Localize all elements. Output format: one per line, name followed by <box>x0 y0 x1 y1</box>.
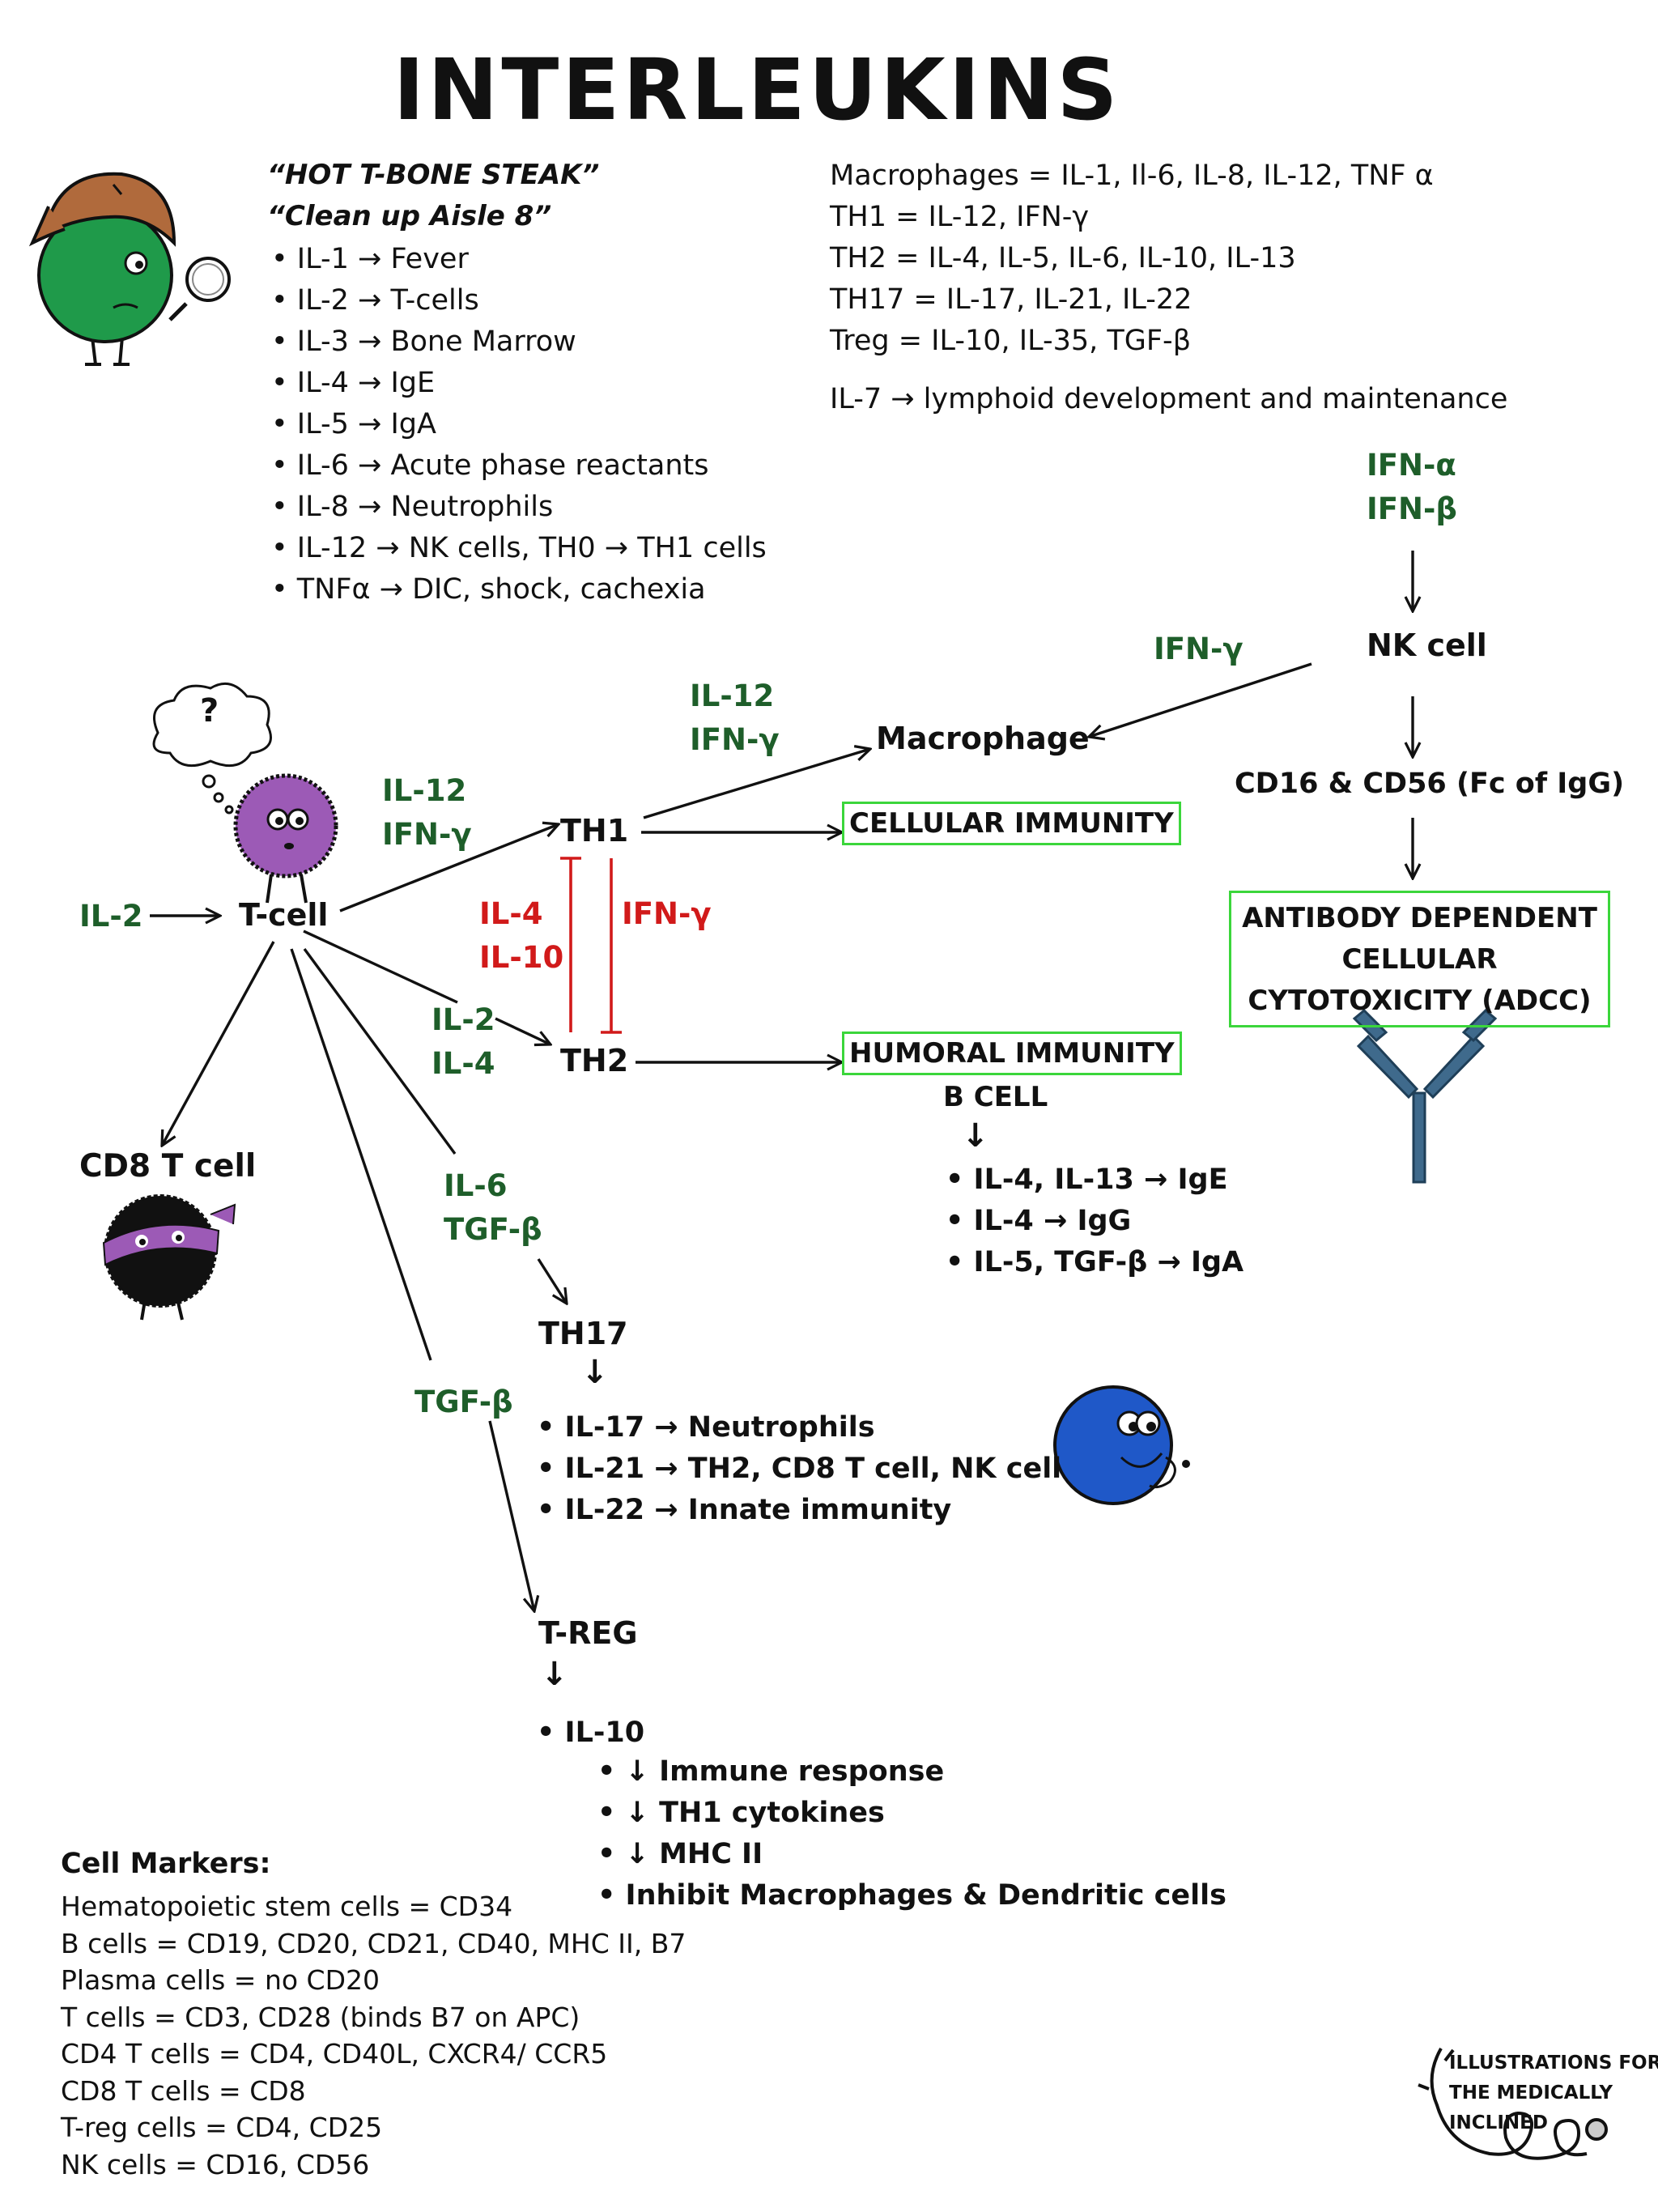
logo-text: ILLUSTRATIONS FOR THE MEDICALLY INCLINED <box>1449 2048 1658 2138</box>
arrow-tcell-th2b <box>495 1017 551 1044</box>
blue-cell-icon <box>1053 1385 1190 1505</box>
mnemonic-list: • IL-1 → Fever • IL-2 → T-cells • IL-3 →… <box>271 239 767 610</box>
list-item: • IL-6 → Acute phase reactants <box>271 449 709 482</box>
list-item: T-reg cells = CD4, CD25 <box>61 2112 383 2143</box>
list-item: B cells = CD19, CD20, CD21, CD40, MHC II… <box>61 1927 687 1959</box>
tcell-th2-il4: IL-4 <box>432 1046 495 1081</box>
list-item: NK cells = CD16, CD56 <box>61 2148 370 2180</box>
list-item: • ↓ TH1 cytokines <box>597 1797 885 1829</box>
list-item: Plasma cells = no CD20 <box>61 1964 380 1996</box>
humoral-immunity-box: HUMORAL IMMUNITY <box>842 1032 1182 1075</box>
treg-arrow: ↓ <box>541 1656 568 1693</box>
list-item: Hematopoietic stem cells = CD34 <box>61 1891 513 1922</box>
tcell-label: T-cell <box>239 897 329 933</box>
th17-list: • IL-17 → Neutrophils • IL-21 → TH2, CD8… <box>537 1407 1061 1531</box>
list-item: T cells = CD3, CD28 (binds B7 on APC) <box>61 2001 580 2033</box>
list-item: • IL-4 → IgE <box>271 367 436 399</box>
tcell-th17-tgfb: TGF-β <box>444 1212 542 1247</box>
tcell-th2-il2: IL-2 <box>432 1002 495 1037</box>
arrow-tcell-trega <box>290 948 432 1361</box>
treg-label: T-REG <box>538 1615 638 1651</box>
treg-il10: • IL-10 <box>537 1716 645 1749</box>
list-item: • ↓ Immune response <box>597 1755 945 1788</box>
page-title: INTERLEUKINS <box>393 40 1121 139</box>
list-item: • ↓ MHC II <box>597 1838 763 1870</box>
list-item: CD8 T cells = CD8 <box>61 2074 306 2107</box>
arrow-tcell-th2a <box>303 929 458 1004</box>
list-item: • IL-17 → Neutrophils <box>537 1411 875 1444</box>
arrow-tcell-th1 <box>339 824 559 912</box>
list-item: • IL-4 → IgG <box>946 1205 1132 1237</box>
question-mark: ? <box>200 692 219 730</box>
inhib-ifng: IFN-γ <box>622 896 712 931</box>
list-item: • IL-21 → TH2, CD8 T cell, NK cell <box>537 1453 1062 1485</box>
th1-macro-il12: IL-12 <box>690 678 775 713</box>
cellular-immunity-box: CELLULAR IMMUNITY <box>842 802 1181 845</box>
cd8-bandit-icon <box>102 1194 236 1321</box>
th2-label: TH2 <box>560 1043 629 1078</box>
th1-macro-ifng: IFN-γ <box>690 722 780 757</box>
tcell-treg-tgfb: TGF-β <box>414 1385 513 1419</box>
stethoscope-logo-icon <box>1418 2048 1608 2160</box>
list-item: • IL-1 → Fever <box>271 243 469 275</box>
list-item: Treg = IL-10, IL-35, TGF-β <box>830 325 1192 357</box>
th1-label: TH1 <box>560 813 629 849</box>
list-item: TH1 = IL-12, IFN-γ <box>830 201 1090 233</box>
bcell-arrow: ↓ <box>962 1117 989 1155</box>
list-item: • IL-2 → T-cells <box>271 284 479 317</box>
markers-heading: Cell Markers: <box>61 1848 271 1880</box>
list-item: • IL-5, TGF-β → IgA <box>946 1246 1244 1278</box>
cd8-tcell-label: CD8 T cell <box>79 1148 257 1185</box>
antibody-icon <box>1352 1008 1498 1184</box>
adcc-box: ANTIBODY DEPENDENT CELLULAR CYTOTOXICITY… <box>1229 891 1610 1027</box>
detective-cell-icon <box>28 172 231 366</box>
logo-line: INCLINED <box>1449 2112 1548 2133</box>
ifn-gamma-nk-label: IFN-γ <box>1154 632 1244 666</box>
nk-cell-label: NK cell <box>1367 627 1487 663</box>
list-item: CD4 T cells = CD4, CD40L, CXCR4/ CCR5 <box>61 2038 608 2069</box>
list-item: • TNFα → DIC, shock, cachexia <box>271 573 706 606</box>
arrow-th1-macrophage <box>643 749 870 819</box>
list-item: • IL-8 → Neutrophils <box>271 491 554 523</box>
tcell-icon <box>152 682 338 904</box>
logo-line: ILLUSTRATIONS FOR <box>1449 2052 1658 2074</box>
il2-input-label: IL-2 <box>79 899 143 934</box>
arrow-tcell-th17b <box>537 1258 567 1304</box>
th17-arrow: ↓ <box>581 1354 609 1391</box>
arrow-tcell-cd8 <box>162 941 275 1146</box>
th17-label: TH17 <box>538 1316 628 1351</box>
list-item: • IL-12 → NK cells, TH0 → TH1 cells <box>271 532 767 564</box>
inhib-il10: IL-10 <box>479 940 564 975</box>
mnemonic-line2: “Clean up Aisle 8” <box>267 200 552 232</box>
ifn-beta-label: IFN-β <box>1367 491 1457 526</box>
arrow-nk-macrophage <box>1089 662 1312 737</box>
treg-effects-list: • ↓ Immune response • ↓ TH1 cytokines • … <box>597 1751 1226 1916</box>
il7-note: IL-7 → lymphoid development and maintena… <box>830 383 1508 415</box>
list-item: • IL-5 → IgA <box>271 408 436 440</box>
list-item: TH17 = IL-17, IL-21, IL-22 <box>830 283 1192 316</box>
list-item: TH2 = IL-4, IL-5, IL-6, IL-10, IL-13 <box>830 242 1296 274</box>
tcell-th1-ifng: IFN-γ <box>382 817 472 852</box>
bcell-label: B CELL <box>943 1081 1048 1113</box>
logo-line: THE MEDICALLY <box>1449 2082 1613 2104</box>
cd16-cd56-label: CD16 & CD56 (Fc of IgG) <box>1235 768 1625 800</box>
markers-list: Hematopoietic stem cells = CD34 B cells … <box>61 1888 686 2183</box>
list-item: • IL-3 → Bone Marrow <box>271 325 576 358</box>
ifn-alpha-label: IFN-α <box>1367 448 1456 483</box>
list-item: • IL-22 → Innate immunity <box>537 1494 952 1526</box>
macrophage-label: Macrophage <box>876 721 1090 756</box>
mnemonic-line1: “HOT T-BONE STEAK” <box>267 159 600 191</box>
bcell-list: • IL-4, IL-13 → IgE • IL-4 → IgG • IL-5,… <box>946 1159 1244 1283</box>
secretion-list: Macrophages = IL-1, Il-6, IL-8, IL-12, T… <box>830 155 1434 362</box>
inhib-il4: IL-4 <box>479 896 543 931</box>
arrow-tcell-tregb <box>488 1420 534 1611</box>
tcell-th17-il6: IL-6 <box>444 1168 508 1203</box>
list-item: Macrophages = IL-1, Il-6, IL-8, IL-12, T… <box>830 160 1434 192</box>
tcell-th1-il12: IL-12 <box>382 773 467 808</box>
arrow-tcell-th17a <box>303 947 457 1155</box>
list-item: • Inhibit Macrophages & Dendritic cells <box>597 1879 1226 1912</box>
list-item: • IL-4, IL-13 → IgE <box>946 1163 1228 1196</box>
